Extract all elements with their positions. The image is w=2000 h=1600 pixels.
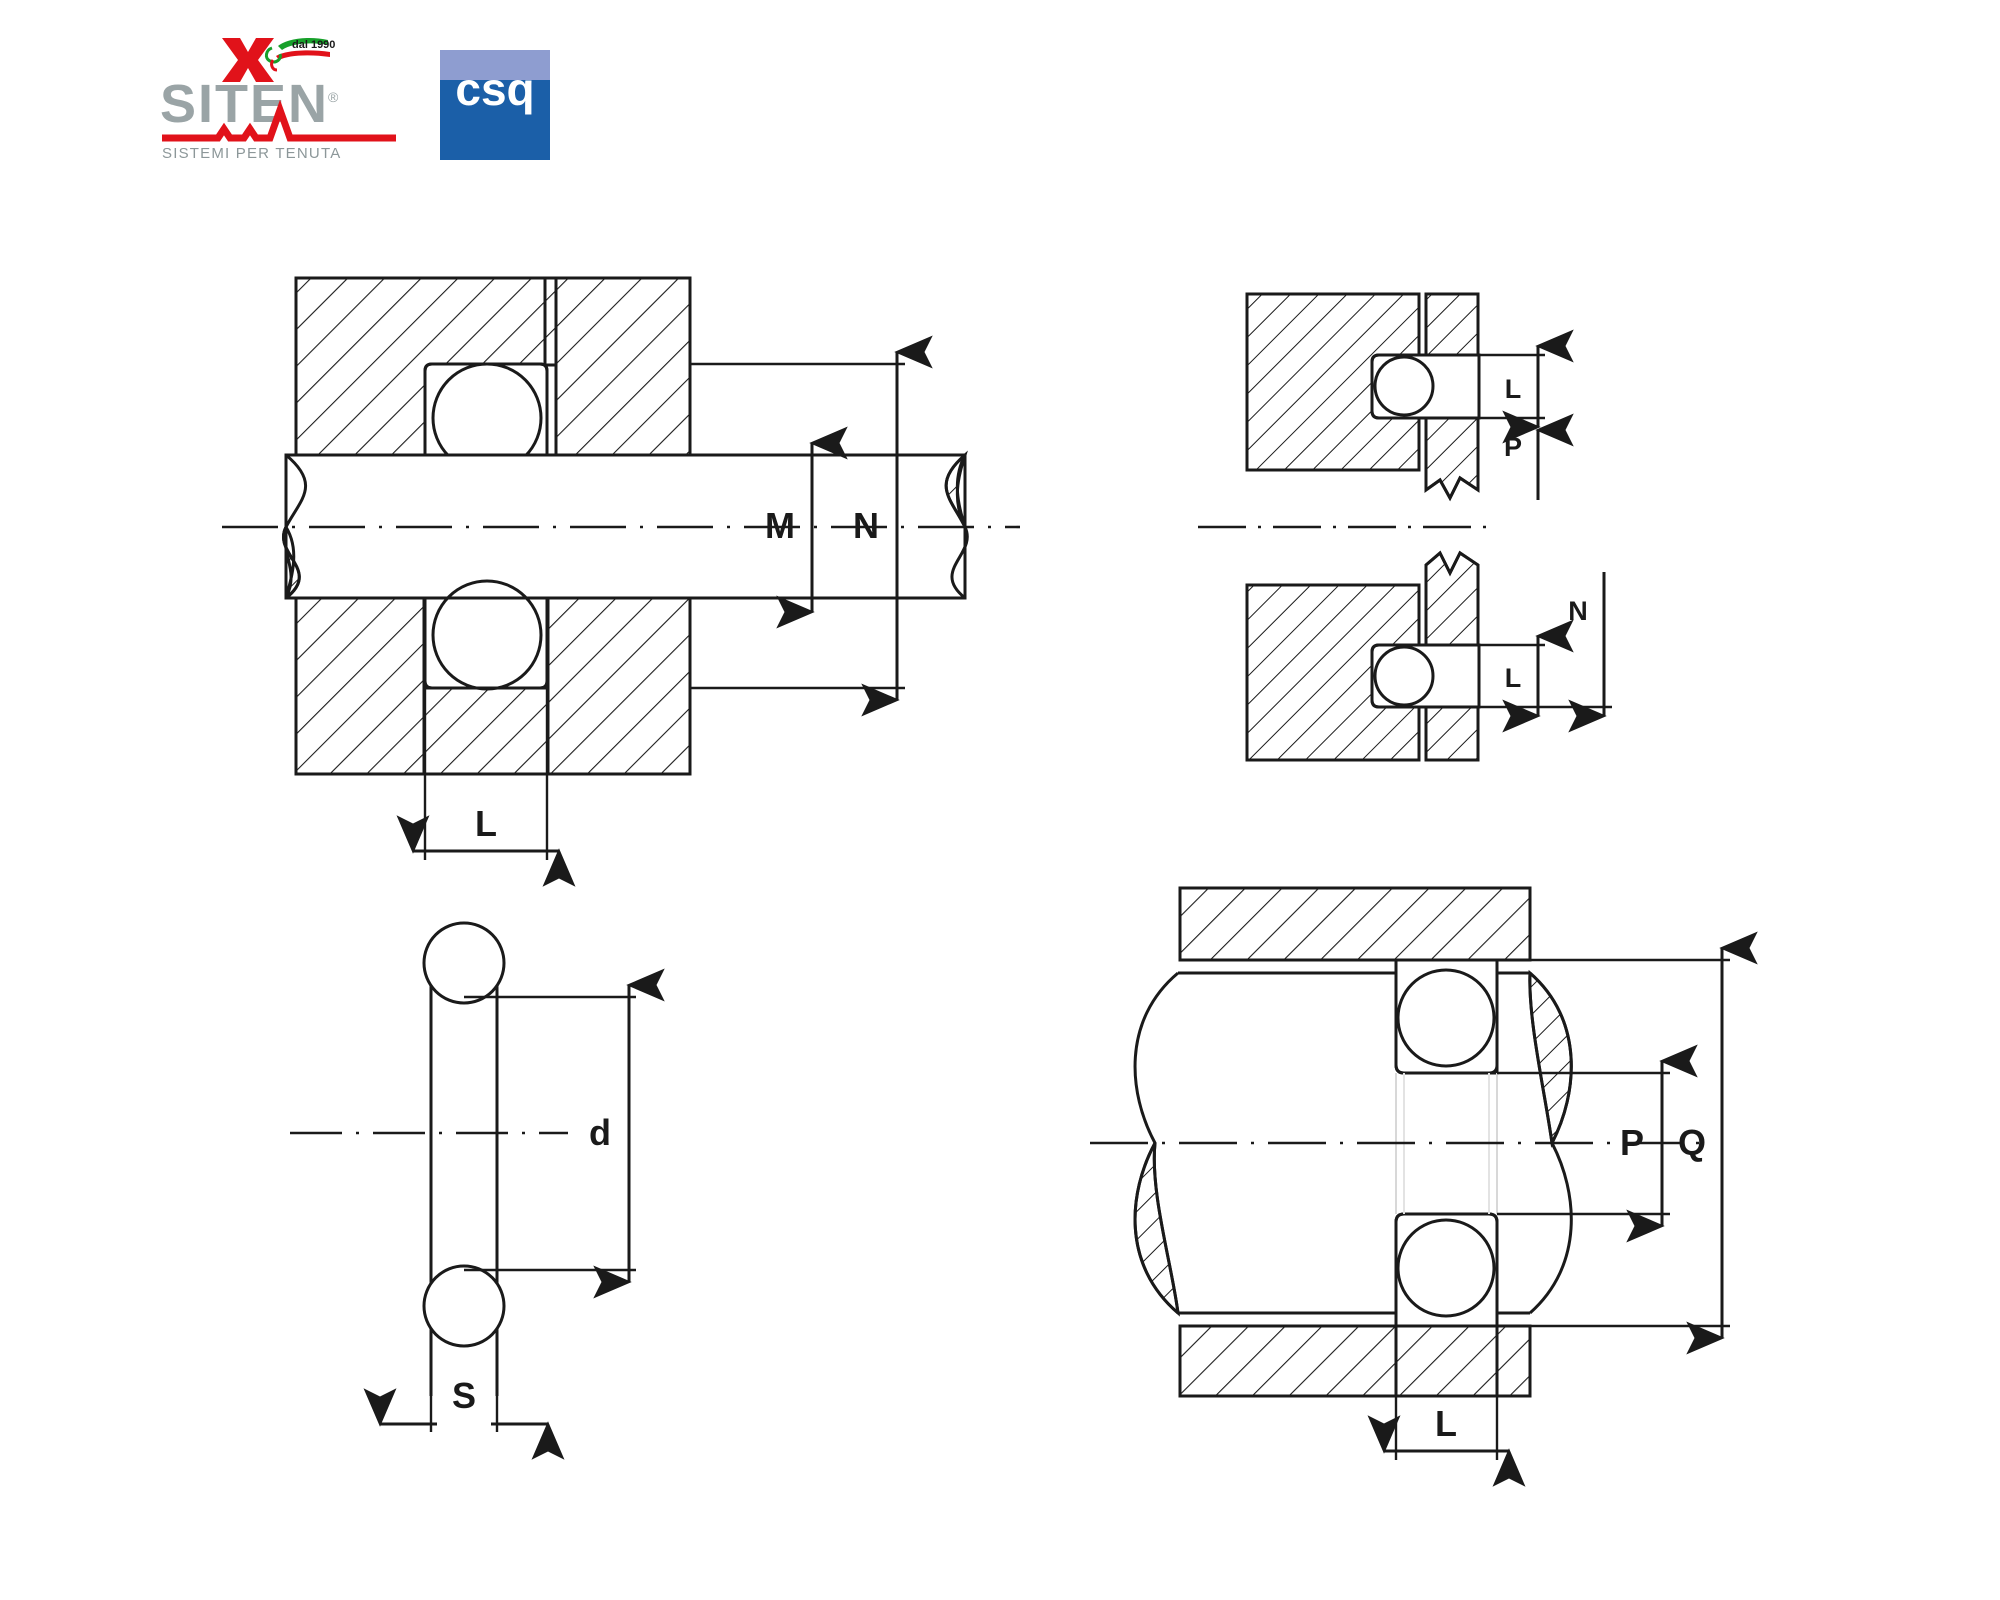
dimension-label-L-3: L xyxy=(1505,663,1522,693)
dimension-label-S: S xyxy=(452,1375,476,1416)
o-ring-bore-upper xyxy=(1396,968,1496,1068)
csq-wordmark: csq xyxy=(455,63,534,115)
dimension-N: N xyxy=(690,335,933,717)
diagram-axial-seal-shaft-section: M N L xyxy=(222,276,1020,887)
dimension-N-top-right-lower: N xyxy=(1568,572,1607,733)
siten-x-mark xyxy=(222,38,274,82)
dal-1990-text: dal 1990 xyxy=(292,39,335,51)
dimension-L-top-right-lower: L xyxy=(1478,619,1612,733)
dimension-label-M: M xyxy=(765,505,795,546)
dimension-label-Q: Q xyxy=(1678,1122,1706,1163)
dimension-label-L-4: L xyxy=(1435,1403,1457,1444)
dimension-label-L-1: L xyxy=(475,803,497,844)
o-ring-upper-right xyxy=(1373,355,1435,417)
csq-top-band xyxy=(440,50,550,80)
diagram-piston-groove-detail-upper: L P xyxy=(1245,292,1574,502)
diagram-piston-groove-detail-lower: L N xyxy=(1245,550,1612,762)
o-ring-lower-right xyxy=(1373,645,1435,707)
dimension-label-P-2: P xyxy=(1620,1122,1644,1163)
csq-logo: csq xyxy=(440,50,550,160)
lower-housing-block xyxy=(294,596,692,776)
dimension-label-L-2: L xyxy=(1505,374,1522,404)
diagram-bore-seal-section: P Q L xyxy=(1090,886,1758,1487)
dimension-label-d: d xyxy=(589,1112,611,1153)
dimension-Q: Q xyxy=(1530,931,1758,1355)
dimension-L-bottom-right: L xyxy=(1367,1396,1526,1487)
dimension-d: d xyxy=(464,968,665,1299)
lower-bore-wall xyxy=(1178,1324,1532,1398)
diagram-o-ring-cross-section: d S xyxy=(290,921,665,1460)
siten-wordmark: SITEN xyxy=(160,74,329,134)
dimension-P-bottom-right: P xyxy=(1497,1044,1698,1243)
header: dal 1990 SITEN ® SISTEMI PER TENUTA csq xyxy=(0,0,2000,180)
registered-mark: ® xyxy=(328,89,339,105)
dimension-P-top-right-upper: P xyxy=(1504,413,1574,500)
dimension-label-P-1: P xyxy=(1504,432,1522,462)
siten-tagline: SISTEMI PER TENUTA xyxy=(162,145,341,160)
dimension-label-N-2: N xyxy=(1568,596,1588,626)
dimension-M: M xyxy=(690,426,848,629)
dimension-L-top-left: L xyxy=(396,688,576,887)
dimension-L-top-right-upper: L xyxy=(1478,329,1574,444)
o-ring-cord-bottom xyxy=(422,1264,506,1348)
o-ring-cord-top xyxy=(422,921,506,1005)
dal-1990-badge: dal 1990 xyxy=(264,38,335,72)
dimension-S: S xyxy=(363,1375,565,1460)
csq-body xyxy=(440,80,550,160)
dimension-label-N: N xyxy=(853,505,879,546)
o-ring-bore-lower xyxy=(1396,1218,1496,1318)
upper-bore-wall xyxy=(1178,886,1532,962)
siten-logo: dal 1990 SITEN ® SISTEMI PER TENUTA xyxy=(160,30,400,160)
